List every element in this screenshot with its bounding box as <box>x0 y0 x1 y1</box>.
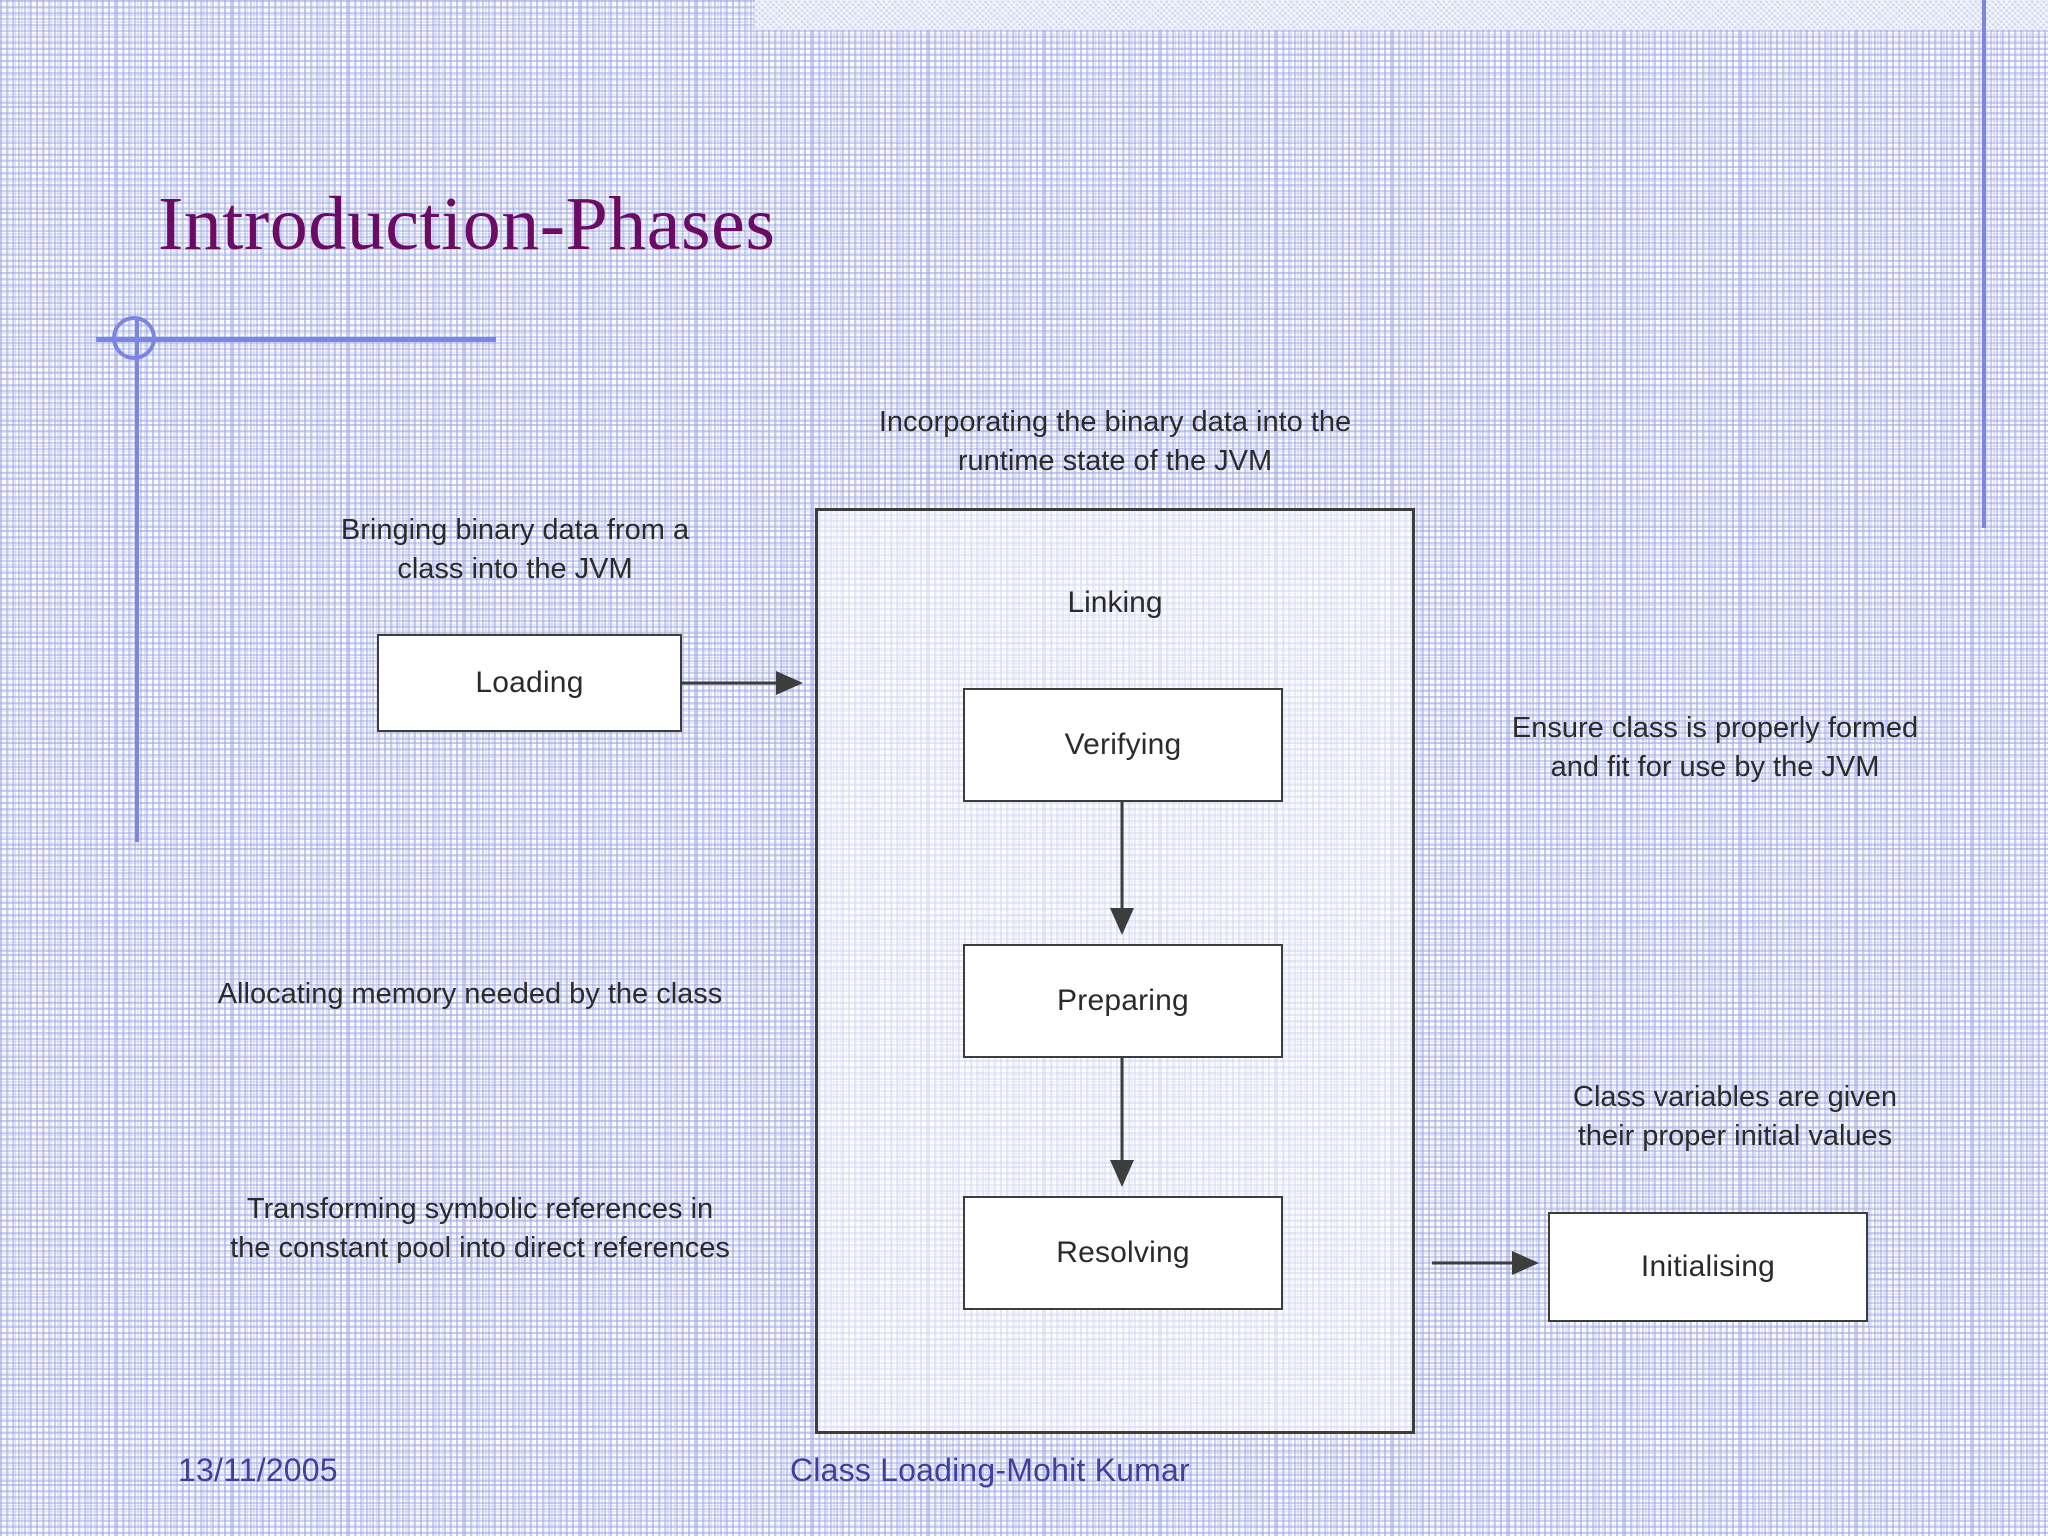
note-linking: Incorporating the binary data into the r… <box>878 406 1352 477</box>
note-resolving: Transforming symbolic references in the … <box>230 1193 730 1264</box>
top-decorative-band <box>755 0 2048 30</box>
box-loading[interactable]: Loading <box>377 634 682 732</box>
box-preparing[interactable]: Preparing <box>963 944 1283 1058</box>
box-initialising[interactable]: Initialising <box>1548 1212 1868 1322</box>
box-resolving[interactable]: Resolving <box>963 1196 1283 1310</box>
left-accent-rule <box>135 318 139 842</box>
note-initialising: Class variables are given their proper i… <box>1573 1081 1897 1152</box>
footer-date: 13/11/2005 <box>178 1452 338 1488</box>
linking-group-label: Linking <box>1067 586 1163 619</box>
note-preparing: Allocating memory needed by the class <box>217 978 723 1010</box>
note-loading: Bringing binary data from a class into t… <box>340 514 690 585</box>
box-verifying[interactable]: Verifying <box>963 688 1283 802</box>
title-underline-rule <box>96 337 496 342</box>
page-title: Introduction-Phases <box>158 182 776 266</box>
note-verifying: Ensure class is properly formed and fit … <box>1511 712 1919 783</box>
right-accent-rule <box>1982 0 1986 528</box>
footer-title: Class Loading-Mohit Kumar <box>790 1452 1190 1488</box>
ring-decoration-icon <box>112 316 156 360</box>
